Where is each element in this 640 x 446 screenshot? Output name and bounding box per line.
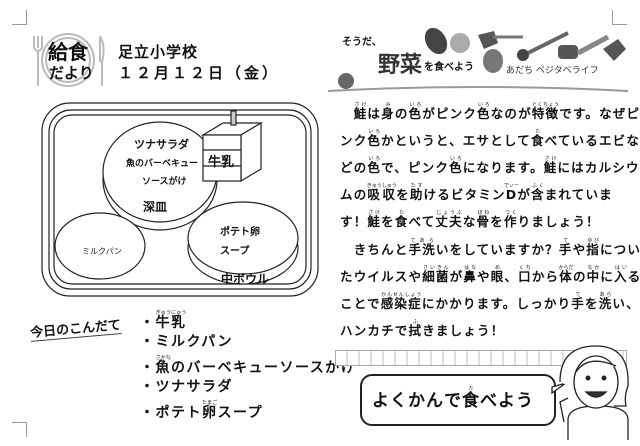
food-character-strip: [335, 350, 627, 366]
page-corner-mark: [612, 10, 627, 25]
page-corner-mark: [12, 10, 27, 25]
furigana-word: 骨ほね: [476, 210, 491, 230]
furigana-word: 含ふく: [531, 183, 545, 203]
deep-dish-item: ソースがけ: [142, 177, 187, 187]
furigana-word: 入はい: [614, 264, 628, 284]
furigana-word: Dでぃー: [504, 183, 520, 203]
furigana-word: 特徴とくちょう: [531, 102, 560, 121]
furigana-word: 色いろ: [367, 129, 382, 149]
furigana-word: 卵たまご: [202, 400, 218, 421]
furigana-word: 色いろ: [477, 102, 491, 121]
article-line: どの色いろで、ピンク色いろになります。鮭さけにはカルシウ: [340, 156, 640, 176]
furigana-word: 食た: [462, 386, 480, 411]
deep-dish-label: 深皿: [143, 200, 168, 214]
furigana-word: 中なか: [586, 264, 601, 284]
furigana-word: 色いろ: [367, 156, 382, 176]
logo-title: 給食: [48, 40, 88, 64]
teacher-illustration: [551, 345, 629, 440]
fork-plate-knife-icon: [33, 33, 105, 87]
banner-title: 野菜: [378, 53, 423, 78]
furigana-word: 細菌さいきん: [422, 264, 450, 284]
bread-label: ミルクパン: [82, 247, 122, 256]
article-line: 鮭さけは身みの色いろがピンク色いろなのが特徴とくちょうです。なぜピ: [353, 102, 640, 121]
furigana-word: 手洗てあら: [408, 237, 436, 257]
slogan-text: よくかんで食たべよう: [372, 386, 534, 411]
furigana-word: 助たす: [409, 183, 424, 203]
furigana-word: 洗あら: [598, 291, 613, 311]
furigana-word: 鮭さけ: [353, 102, 368, 121]
furigana-word: 作つく: [503, 210, 518, 230]
bowl-item: ポテト卵: [220, 227, 260, 238]
furigana-word: 眼め: [490, 264, 505, 284]
school-name: 足立小学校: [118, 43, 199, 61]
deep-dish-item: 魚のバーベキュー: [126, 159, 199, 169]
furigana-word: 手て: [558, 237, 573, 257]
furigana-word: 指ゆび: [586, 237, 600, 257]
furigana-word: 鮭さけ: [367, 210, 382, 230]
furigana-word: 手て: [571, 291, 585, 311]
vegetable-illustrations: [328, 27, 628, 92]
menu-item: ・ポテト卵たまごスープ: [140, 400, 264, 421]
furigana-word: 身み: [381, 102, 395, 121]
furigana-word: 口くち: [518, 264, 532, 284]
menu-item: ・ミルクパン: [140, 333, 233, 350]
menu-item: ・ツナサラダ: [140, 378, 233, 395]
tray-illustration: [41, 102, 319, 297]
article-line: ムの吸収きゅうしゅうを助たすけるビタミンDでぃーが含ふくまれていま: [340, 183, 613, 203]
article-line: ンク色いろかというと、エサとして食たべているエビな: [340, 129, 640, 149]
menu-heading: 今日のこんだて: [29, 314, 122, 342]
furigana-word: 鮭さけ: [543, 156, 558, 176]
furigana-word: 感染症かんせんしょう: [380, 291, 422, 311]
furigana-word: 吸収きゅうしゅう: [366, 183, 397, 203]
furigana-word: 色いろ: [408, 102, 423, 121]
furigana-word: 丈夫じょうぶ: [435, 210, 463, 230]
issue-date: １２月１２日（金）: [118, 64, 281, 82]
furigana-word: 鼻はな: [463, 264, 478, 284]
menu-item: ・魚さかなのバーベキューソースがけ: [140, 355, 357, 376]
bowl-item: スープ: [220, 246, 250, 257]
furigana-word: 拭ふ: [408, 318, 423, 338]
menu-item: ・牛乳ぎゅうにゅう: [140, 310, 187, 331]
article-line: ことで感染症かんせんしょうにかかります。しっかり手てを洗あらい、: [340, 291, 640, 311]
page-corner-mark: [12, 422, 27, 437]
deep-dish-item: ツナサラダ: [134, 138, 189, 151]
slogan-bubble: [360, 374, 556, 426]
milk-label: 牛乳: [208, 155, 235, 170]
vegetable-banner: そうだ、 野菜 を食べよう あだち ベジタベライフ: [328, 25, 628, 95]
article-line: ハンカチで拭ふきましょう！: [340, 318, 505, 338]
article-line: きちんと手洗てあらいをしていますか？手てや指ゆびについ: [340, 237, 640, 257]
furigana-word: 魚さかな: [155, 355, 172, 376]
furigana-word: 牛乳ぎゅうにゅう: [155, 310, 187, 331]
logo-subtitle: だより: [49, 64, 94, 82]
article-line: たウイルスや細菌さいきんが鼻はなや眼め、口くちから体からだの中なかに入はいる: [340, 264, 640, 284]
furigana-word: 体からだ: [558, 264, 574, 284]
newsletter-logo: 給食 だより: [28, 30, 110, 90]
furigana-word: 色いろ: [449, 156, 463, 176]
banner-tagline: そうだ、: [342, 37, 382, 48]
furigana-word: 食た: [530, 129, 545, 149]
article-line: す！鮭さけを食たべて丈夫じょうぶな骨ほねを作つくりましょう！: [340, 210, 600, 230]
banner-title-suffix: を食べよう: [424, 62, 474, 73]
banner-brand: あだち ベジタベライフ: [506, 66, 599, 76]
bowl-label: 中ボウル: [221, 272, 270, 286]
lunch-tray-diagram: ツナサラダ 魚のバーベキュー ソースがけ 深皿 牛乳 ミルクパン ポテト卵 スー…: [40, 100, 320, 300]
furigana-word: 食た: [394, 210, 409, 230]
